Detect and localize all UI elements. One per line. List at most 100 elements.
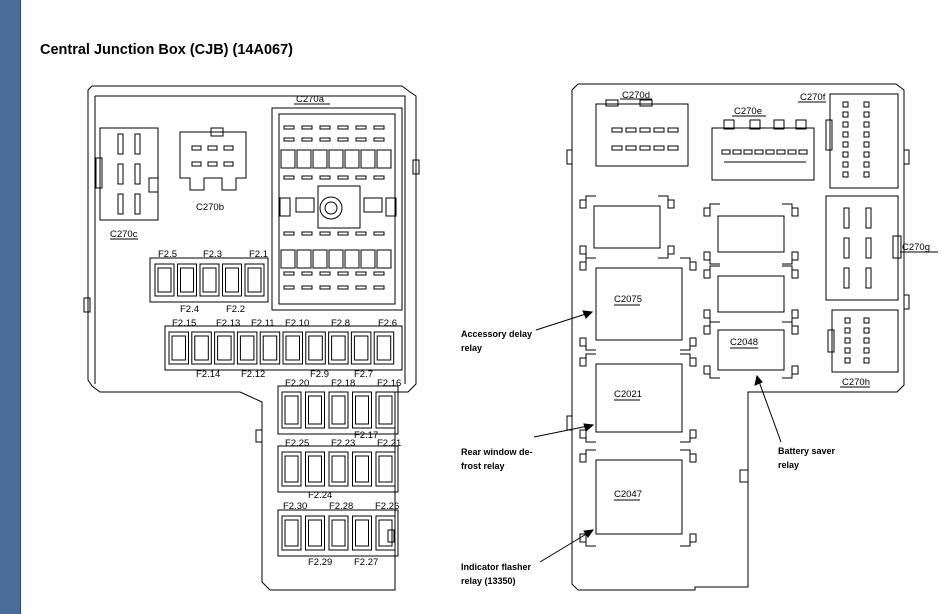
c270a-cavity bbox=[296, 249, 312, 269]
relay-terminal bbox=[791, 269, 799, 279]
c270h-connector bbox=[827, 309, 899, 373]
left-box-outline bbox=[87, 85, 417, 591]
c270f-pin bbox=[863, 151, 870, 158]
right-box-right-tab-1 bbox=[903, 149, 910, 165]
right-box-left-tab-2 bbox=[566, 415, 573, 431]
fuse-slot-inner bbox=[378, 395, 393, 425]
fuse-slot bbox=[177, 263, 197, 297]
relay-terminal bbox=[689, 261, 697, 271]
label-f2-25: F2.25 bbox=[285, 438, 309, 449]
c270a-cavity bbox=[280, 149, 296, 169]
relay-terminal bbox=[689, 337, 697, 347]
relay-terminal bbox=[703, 269, 711, 279]
label-f2-18: F2.18 bbox=[331, 378, 355, 389]
label-f2-14: F2.14 bbox=[196, 369, 220, 380]
c270a-pin bbox=[337, 271, 349, 276]
fuse-slot bbox=[154, 263, 175, 297]
fuse-slot-inner bbox=[378, 519, 393, 547]
c270a-pin bbox=[355, 271, 367, 276]
c270a-cavity bbox=[312, 149, 328, 169]
c270a-connector bbox=[271, 107, 403, 311]
label-c270e: C270e bbox=[734, 106, 762, 117]
c270f-pin bbox=[863, 101, 870, 108]
callout-indicator-line2: relay (13350) bbox=[461, 576, 516, 586]
callout-accessory-line2: relay bbox=[461, 343, 482, 353]
label-f2-3: F2.3 bbox=[203, 249, 222, 260]
lower-right-tab bbox=[387, 529, 395, 543]
relay-terminal bbox=[579, 357, 587, 367]
fuse-slot bbox=[281, 391, 302, 429]
c270h-pin bbox=[844, 327, 851, 334]
c270h-pin bbox=[844, 357, 851, 364]
fuse-block-lower-1 bbox=[277, 385, 399, 435]
c270g-connector bbox=[825, 195, 902, 301]
label-f2-24: F2.24 bbox=[308, 490, 332, 501]
fuse-row-top bbox=[154, 263, 265, 297]
relay-terminal bbox=[689, 357, 697, 367]
c270a-pin bbox=[283, 175, 295, 180]
fuse-slot-inner bbox=[355, 395, 369, 425]
relay-bracket bbox=[585, 195, 596, 206]
right-mount-tab bbox=[412, 159, 420, 175]
label-f2-16: F2.16 bbox=[377, 378, 401, 389]
callout-rear-window-line1: Rear window de- bbox=[461, 447, 533, 457]
fuse-slot bbox=[328, 331, 349, 365]
relay-bracket bbox=[680, 449, 691, 460]
fuse-slot bbox=[305, 515, 325, 551]
label-f2-29: F2.29 bbox=[308, 557, 332, 568]
c270a-cavity bbox=[280, 249, 296, 269]
label-f2-21: F2.21 bbox=[377, 438, 401, 449]
relay-terminal bbox=[791, 309, 799, 319]
fuse-slot-inner bbox=[353, 335, 369, 361]
fuse-slot-inner bbox=[376, 335, 392, 361]
fuse-slot-inner bbox=[285, 335, 300, 361]
fuse-slot bbox=[236, 331, 258, 365]
c270a-cavity bbox=[328, 149, 344, 169]
relay-bracket bbox=[585, 257, 596, 268]
relay-upper-left bbox=[593, 205, 661, 249]
c270a-cavity bbox=[376, 149, 392, 169]
c270f-connector bbox=[825, 93, 899, 189]
label-f2-30: F2.30 bbox=[283, 501, 307, 512]
c270e-pin bbox=[765, 149, 775, 155]
right-box-inner-tab bbox=[739, 469, 749, 483]
c270a-pin bbox=[373, 175, 385, 180]
fuse-slot bbox=[259, 331, 281, 365]
callout-arrows bbox=[533, 310, 782, 563]
fuse-slot bbox=[352, 391, 372, 429]
c270f-pin bbox=[842, 131, 849, 138]
fuse-slot bbox=[352, 451, 372, 487]
fuse-slot-inner bbox=[308, 335, 323, 361]
relay-terminal bbox=[667, 245, 675, 255]
c270a-pin bbox=[319, 125, 331, 130]
c270a-pin bbox=[283, 137, 295, 142]
label-c270g: C270g bbox=[902, 242, 930, 253]
label-f2-27: F2.27 bbox=[354, 557, 378, 568]
fuse-slot-inner bbox=[378, 455, 393, 483]
relay-terminal bbox=[689, 533, 697, 543]
c270a-cavity bbox=[296, 149, 312, 169]
relay-bracket bbox=[680, 340, 691, 351]
fuse-slot-inner bbox=[239, 335, 255, 361]
label-f2-7: F2.7 bbox=[354, 369, 373, 380]
fuse-block-middle bbox=[164, 325, 403, 371]
c270f-pin bbox=[842, 121, 849, 128]
c270e-pin bbox=[721, 149, 731, 155]
diagram-labels: C270c C270b C270a F2.5 F2.3 F2.1 F2.4 F2… bbox=[110, 90, 930, 586]
c270h-pin-grid bbox=[844, 317, 870, 364]
fuse-slot bbox=[373, 331, 395, 365]
fuse-slot bbox=[305, 451, 325, 487]
c270e-pin bbox=[798, 149, 808, 155]
callout-battery-saver-line2: relay bbox=[778, 460, 799, 470]
relay-bracket bbox=[680, 536, 691, 547]
callout-battery-saver-line1: Battery saver bbox=[778, 446, 836, 456]
label-c270f: C270f bbox=[800, 92, 826, 103]
fuse-slot-inner bbox=[247, 267, 262, 293]
callout-rear-window-line2: frost relay bbox=[461, 461, 505, 471]
label-c2075: C2075 bbox=[614, 294, 642, 305]
c270h-pin bbox=[844, 317, 851, 324]
c270a-pin bbox=[373, 271, 385, 276]
relay-bracket bbox=[585, 432, 596, 443]
relay-terminal bbox=[579, 337, 587, 347]
